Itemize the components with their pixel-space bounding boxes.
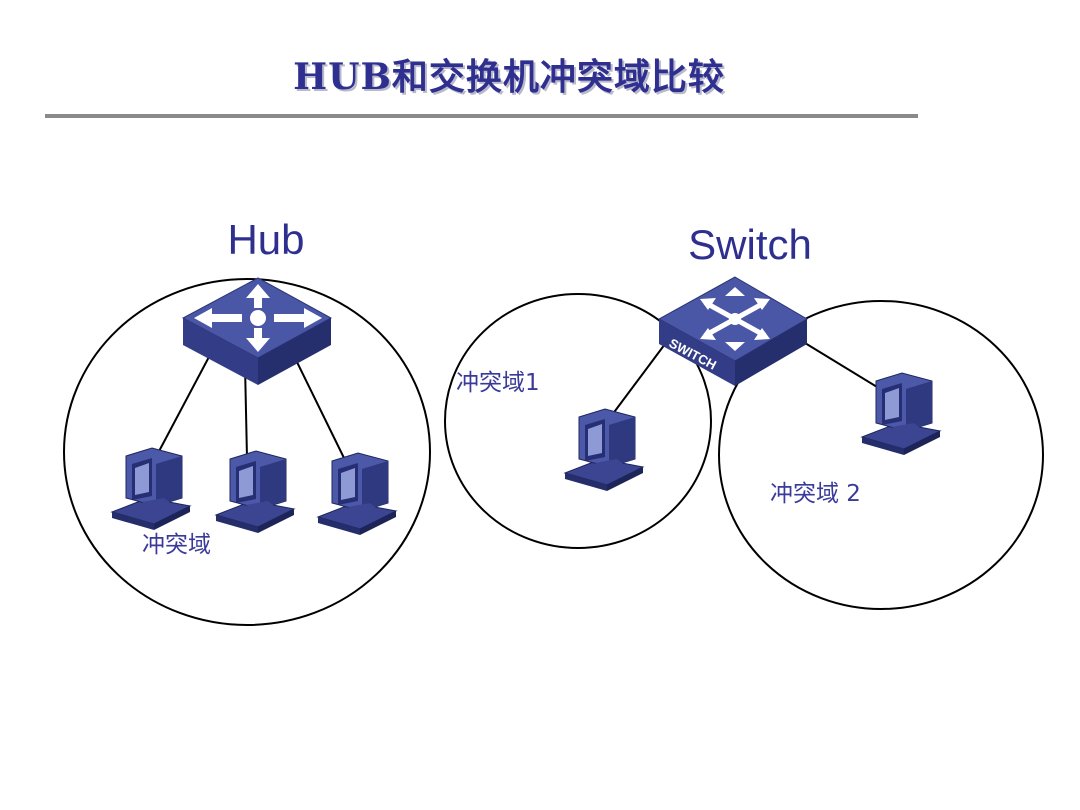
hub-pc-1-icon [111, 447, 191, 531]
switch-collision-domain-2-circle [718, 300, 1044, 610]
switch-label: Switch [688, 221, 812, 268]
switch-collision-domain-1-circle [444, 293, 712, 549]
title-divider [45, 114, 918, 118]
hub-links [156, 354, 346, 461]
hub-pc-2-icon [215, 450, 295, 534]
hub-icon [181, 277, 333, 385]
hub-label: Hub [227, 216, 304, 263]
switch-domain1-label: 冲突域1 [456, 370, 540, 396]
switch-icon: SWITCH [657, 276, 808, 386]
hub-domain-label: 冲突域 [142, 532, 211, 558]
switch-domain2-label: 冲突域 2 [770, 481, 861, 507]
page-title: HUB和交换机冲突域比较 [293, 56, 725, 98]
hub-pc-3-icon [317, 452, 397, 536]
hub-collision-domain-circle [63, 278, 431, 626]
switch-links [611, 339, 883, 416]
switch-domain1-pc-icon [564, 408, 644, 492]
